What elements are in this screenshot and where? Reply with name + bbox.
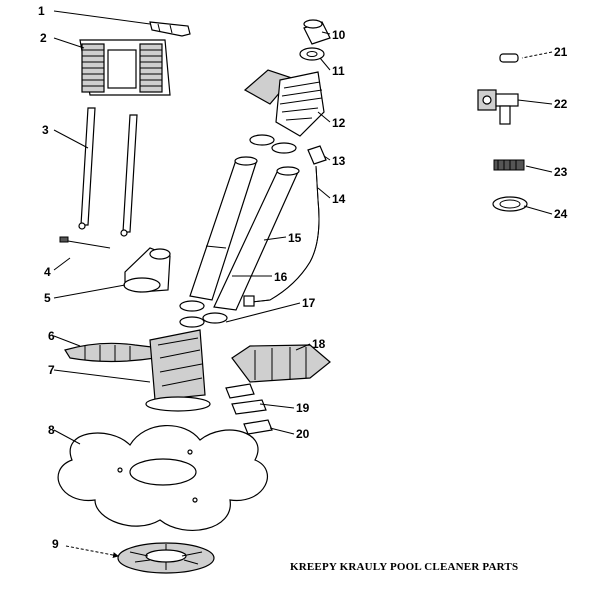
part-21-cap xyxy=(499,53,519,63)
part-14-hose xyxy=(243,165,320,307)
callout-numbers: 1 2 3 4 5 6 7 8 9 10 11 12 13 14 15 16 1… xyxy=(38,4,568,551)
part-10-connector xyxy=(303,19,331,45)
callout-23: 23 xyxy=(554,165,568,179)
callout-11: 11 xyxy=(332,64,345,78)
part-7-foot-assembly xyxy=(145,329,211,412)
callout-17: 17 xyxy=(302,296,316,310)
callout-15: 15 xyxy=(288,231,302,245)
callout-10: 10 xyxy=(332,28,346,42)
callout-6: 6 xyxy=(48,329,55,343)
part-3-straps xyxy=(78,107,138,237)
callout-13: 13 xyxy=(332,154,346,168)
callout-8: 8 xyxy=(48,423,55,437)
callout-14: 14 xyxy=(332,192,346,206)
part-17-o-rings xyxy=(179,300,228,328)
callout-24: 24 xyxy=(554,207,568,221)
part-23-bearing xyxy=(493,159,525,171)
callout-5: 5 xyxy=(44,291,51,305)
callout-1: 1 xyxy=(38,4,45,18)
callout-22: 22 xyxy=(554,97,568,111)
leader-lines xyxy=(53,10,553,559)
callout-7: 7 xyxy=(48,363,55,377)
part-2-body-housing xyxy=(79,39,171,96)
callout-21: 21 xyxy=(554,45,568,59)
callout-19: 19 xyxy=(296,401,310,415)
part-15-16-tubes xyxy=(189,156,300,311)
part-1-clip xyxy=(149,21,191,37)
part-4-pin xyxy=(59,236,111,249)
part-13-clip xyxy=(307,145,327,165)
part-20-plate xyxy=(243,419,273,435)
part-12-swivel-bellows xyxy=(243,69,325,137)
part-9-grate xyxy=(117,542,215,574)
part-11-nut xyxy=(299,47,325,61)
part-6-wing xyxy=(64,342,161,363)
o-rings-upper xyxy=(249,134,297,154)
callout-9: 9 xyxy=(52,537,59,551)
part-5-elbow xyxy=(123,247,171,293)
part-19-plates xyxy=(225,383,267,415)
callout-18: 18 xyxy=(312,337,326,351)
part-8-disc xyxy=(57,425,268,531)
part-22-valve xyxy=(477,89,519,125)
callout-2: 2 xyxy=(40,31,47,45)
part-24-ring xyxy=(492,196,528,212)
callout-16: 16 xyxy=(274,270,288,284)
part-18-cover xyxy=(231,344,331,383)
callout-12: 12 xyxy=(332,116,346,130)
diagram-title: KREEPY KRAULY POOL CLEANER PARTS xyxy=(290,561,518,573)
callout-20: 20 xyxy=(296,427,310,441)
callout-3: 3 xyxy=(42,123,49,137)
callout-4: 4 xyxy=(44,265,51,279)
